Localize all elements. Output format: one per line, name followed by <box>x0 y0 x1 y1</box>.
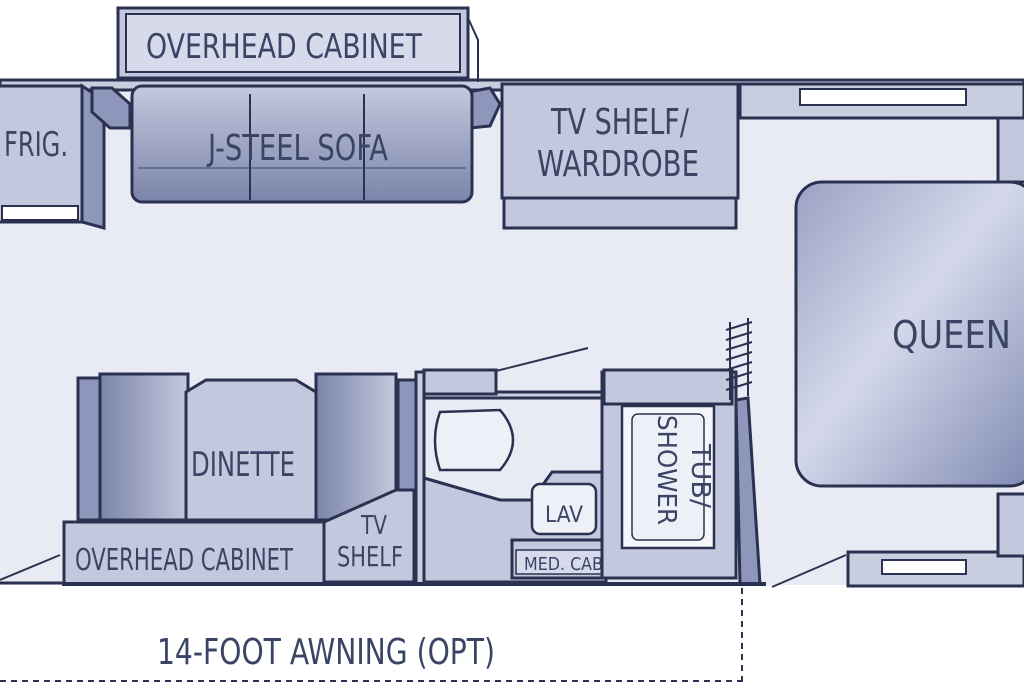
bottom-window <box>881 559 967 575</box>
queen-bed-label: QUEEN BED <box>892 313 1024 357</box>
overhead-cabinet-top: OVERHEAD CABINET <box>116 6 479 82</box>
entry-door-left <box>0 554 61 581</box>
frig-label: FRIG. <box>4 125 68 165</box>
bathroom: LAV MED. CAB. TUB/ SHOWER <box>414 318 762 586</box>
toilet <box>433 408 515 472</box>
dinette: DINETTE <box>76 372 398 522</box>
overhead-cabinet-bottom-label: OVERHEAD CABINET <box>75 543 293 578</box>
dinette-label: DINETTE <box>191 445 295 485</box>
bath-door <box>491 347 589 373</box>
tv-shelf-label-1: TV <box>360 511 387 541</box>
tv-shelf-wardrobe-label-1: TV SHELF/ <box>550 102 689 143</box>
tv-shelf-wardrobe-label-2: WARDROBE <box>537 144 699 185</box>
sofa-label: J-STEEL SOFA <box>206 128 388 169</box>
tub-shower: TUB/ SHOWER <box>600 368 738 580</box>
shower-curtain-icon <box>725 318 753 400</box>
queen-bed <box>794 180 1024 488</box>
refrigerator: FRIG. <box>0 83 106 230</box>
j-steel-sofa: J-STEEL SOFA <box>130 84 474 204</box>
tub-shower-label-1: TUB/ <box>685 443 715 508</box>
tv-shelf-label-2: SHELF <box>337 540 403 573</box>
tv-shelf-wardrobe: TV SHELF/ WARDROBE <box>500 82 740 230</box>
overhead-cabinet-bottom: OVERHEAD CABINET <box>62 520 326 586</box>
entry-door-right <box>771 554 847 588</box>
top-window <box>799 88 967 106</box>
awning: 14-FOOT AWNING (OPT) <box>0 588 743 682</box>
tub-shower-label-2: SHOWER <box>651 415 681 525</box>
sofa-bracket-left <box>90 86 132 130</box>
overhead-cabinet-top-label: OVERHEAD CABINET <box>146 27 422 67</box>
tv-shelf: TV SHELF <box>322 378 418 584</box>
queen-bed-area: QUEEN BED <box>794 116 1024 558</box>
lav-sink: LAV <box>530 482 598 536</box>
awning-label: 14-FOOT AWNING (OPT) <box>157 632 495 673</box>
med-cab-label: MED. CAB. <box>524 554 608 575</box>
lav-label: LAV <box>545 503 583 528</box>
